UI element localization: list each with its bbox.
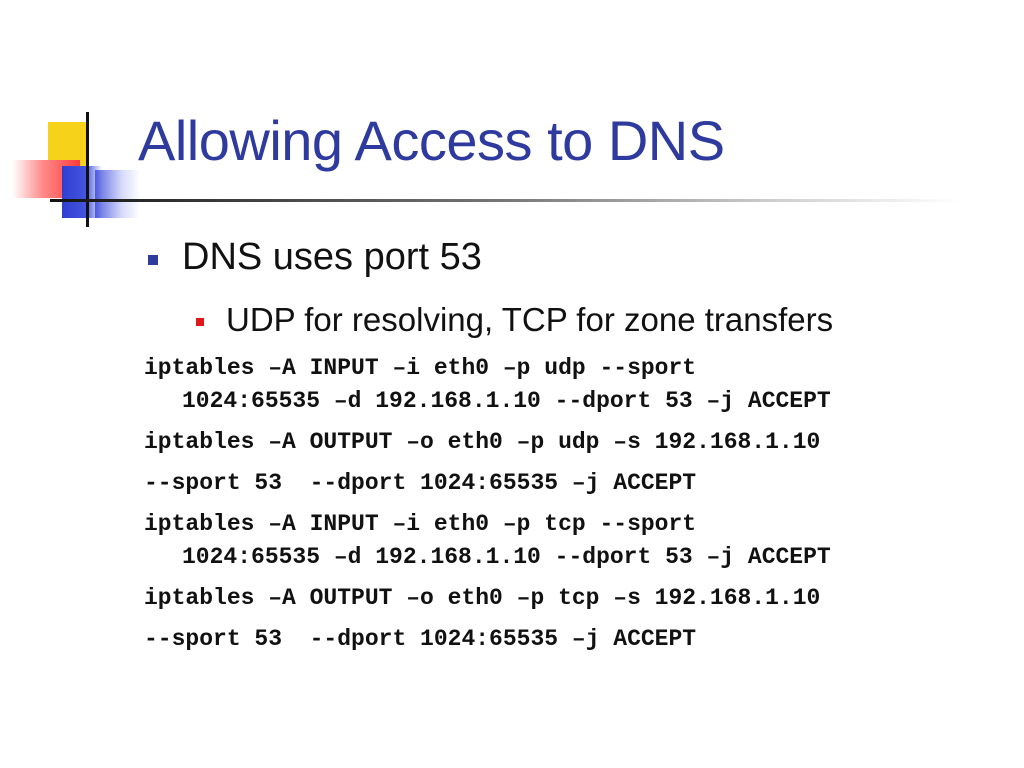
vertical-line (86, 112, 89, 227)
slide-title: Allowing Access to DNS (138, 109, 725, 172)
title-underline (50, 199, 960, 202)
command-block: iptables –A INPUT –i eth0 –p tcp --sport… (144, 508, 1004, 574)
command-block: iptables –A OUTPUT –o eth0 –p tcp –s 192… (144, 582, 1004, 615)
bullet-level2: UDP for resolving, TCP for zone transfer… (196, 301, 833, 339)
bullet-text: UDP for resolving, TCP for zone transfer… (226, 301, 834, 338)
command-line: iptables –A OUTPUT –o eth0 –p tcp –s 192… (144, 585, 821, 611)
blue-square-fade (95, 170, 140, 218)
command-line: iptables –A INPUT –i eth0 –p tcp --sport (144, 511, 697, 537)
iptables-commands: iptables –A INPUT –i eth0 –p udp --sport… (144, 352, 1004, 664)
yellow-square (48, 122, 88, 167)
square-bullet-icon (196, 318, 204, 326)
command-block: iptables –A INPUT –i eth0 –p udp --sport… (144, 352, 1004, 418)
decorative-squares-logo (0, 0, 140, 240)
command-line: --sport 53 --dport 1024:65535 –j ACCEPT (144, 470, 697, 496)
command-line-continuation: 1024:65535 –d 192.168.1.10 --dport 53 –j… (182, 388, 831, 414)
command-line: --sport 53 --dport 1024:65535 –j ACCEPT (144, 626, 697, 652)
command-line: iptables –A OUTPUT –o eth0 –p udp –s 192… (144, 429, 821, 455)
command-block: iptables –A OUTPUT –o eth0 –p udp –s 192… (144, 426, 1004, 459)
bullet-level1: DNS uses port 53 (148, 236, 482, 279)
bullet-text: DNS uses port 53 (182, 236, 482, 278)
square-bullet-icon (148, 254, 158, 265)
command-line-continuation: 1024:65535 –d 192.168.1.10 --dport 53 –j… (182, 544, 831, 570)
command-block: --sport 53 --dport 1024:65535 –j ACCEPT (144, 467, 1004, 500)
command-line: iptables –A INPUT –i eth0 –p udp --sport (144, 355, 697, 381)
command-block: --sport 53 --dport 1024:65535 –j ACCEPT (144, 623, 1004, 656)
